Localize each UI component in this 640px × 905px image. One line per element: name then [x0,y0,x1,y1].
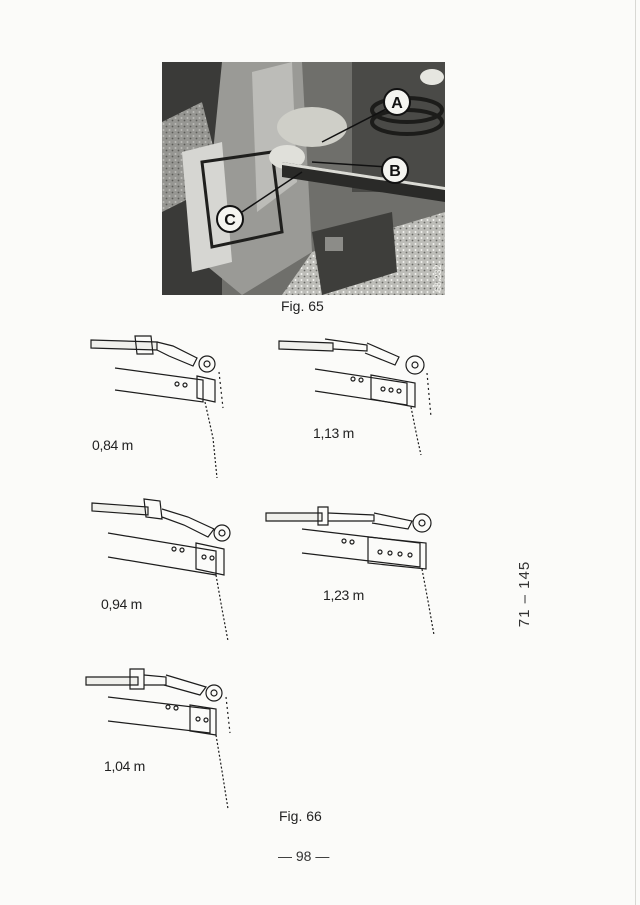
diagram-5-label: 1,04 m [104,758,145,774]
svg-text:68.232: 68.232 [433,264,443,292]
hitch-diagram-2 [278,338,432,456]
hitch-diagram-4 [265,506,435,636]
svg-text:C: C [224,212,236,229]
fig66-caption: Fig. 66 [279,808,322,824]
hitch-diagram-3 [91,498,231,642]
callout-a: A [383,88,411,116]
side-reference-code: 71 – 145 [516,560,533,628]
callout-c: C [216,205,244,233]
fig65-caption: Fig. 65 [281,298,324,314]
hitch-diagram-1 [90,335,224,479]
photo-stamp: 68.232 [433,264,443,292]
diagram-1-label: 0,84 m [92,437,133,453]
diagram-3-label: 0,94 m [101,596,142,612]
diagram-4-label: 1,23 m [323,587,364,603]
fig65-photo: A B C 68.232 [162,62,445,295]
page-edge-line [635,0,636,905]
page-number: — 98 — [278,848,330,864]
hitch-diagram-5 [85,668,231,810]
diagram-2-label: 1,13 m [313,425,354,441]
tractor-hitch-photo: A B C 68.232 [162,62,445,295]
svg-text:A: A [391,95,403,112]
callout-b: B [381,156,409,184]
svg-text:B: B [389,163,401,180]
